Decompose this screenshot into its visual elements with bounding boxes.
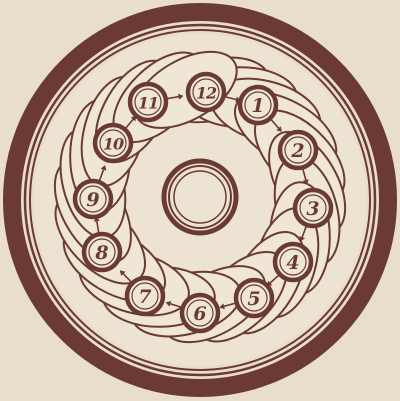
node-6: 6	[182, 295, 218, 331]
node-label: 11	[138, 94, 158, 113]
node-8: 8	[84, 234, 120, 270]
node-label: 10	[103, 135, 124, 154]
node-label: 7	[138, 286, 151, 308]
node-5: 5	[236, 280, 272, 316]
node-2: 2	[280, 132, 316, 168]
node-7: 7	[127, 278, 163, 314]
node-label: 5	[247, 288, 260, 310]
node-label: 2	[290, 140, 304, 162]
node-1: 1	[240, 87, 276, 123]
node-label: 4	[286, 252, 299, 274]
central-hub	[154, 151, 246, 243]
node-9: 9	[75, 181, 111, 217]
node-label: 12	[196, 84, 217, 103]
node-4: 4	[275, 244, 311, 280]
node-3: 3	[295, 190, 331, 226]
node-label: 8	[94, 242, 108, 264]
node-11: 11	[130, 84, 166, 120]
node-label: 3	[306, 198, 319, 220]
node-label: 9	[86, 189, 99, 211]
node-10: 10	[95, 125, 131, 161]
node-12: 12	[188, 74, 224, 110]
node-label: 6	[193, 303, 206, 325]
hub-fill	[154, 151, 246, 243]
node-label: 1	[251, 95, 264, 117]
